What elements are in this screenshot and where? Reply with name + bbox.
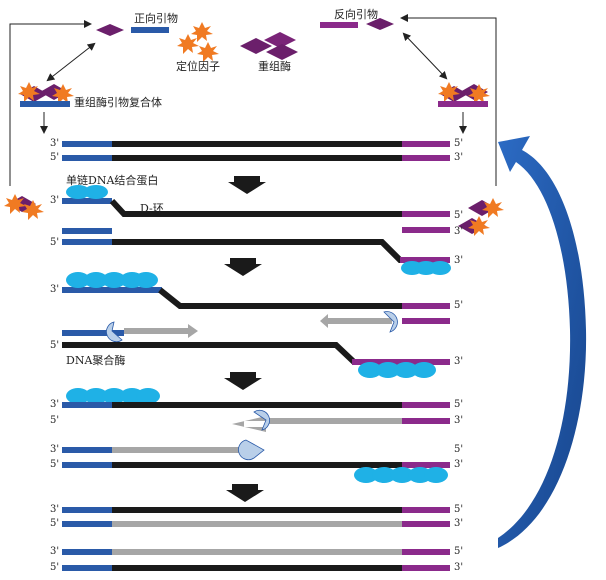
end-label: 5' — [50, 340, 60, 351]
end-label: 5' — [50, 237, 60, 248]
forward-assembly-arrow — [46, 42, 96, 82]
reverse-primer-reagent — [320, 18, 394, 30]
end-label: 5' — [50, 518, 60, 529]
end-label: 5' — [454, 399, 464, 410]
end-label: 5' — [50, 415, 60, 426]
complex-label: 重组酶引物复合体 — [74, 96, 162, 109]
right-invading-complex — [458, 198, 504, 236]
end-label: 3' — [50, 138, 60, 149]
end-label: 5' — [454, 300, 464, 311]
forward-complex-icon — [18, 82, 74, 107]
polymerase-label: DNA聚合酶 — [66, 354, 126, 367]
end-label: 3' — [50, 546, 60, 557]
end-label: 3' — [454, 226, 464, 237]
end-label: 3' — [50, 399, 60, 410]
product-duplex-1 — [62, 507, 450, 527]
product-duplex-2 — [62, 549, 450, 571]
step-arrow-4 — [226, 484, 264, 502]
end-label: 5' — [454, 546, 464, 557]
end-label: 3' — [454, 415, 464, 426]
reverse-complex-icon — [438, 82, 490, 107]
elongation-stage — [62, 388, 450, 483]
reverse-assembly-arrow — [402, 32, 448, 80]
end-label: 5' — [50, 152, 60, 163]
displacement-stage — [62, 272, 450, 378]
d-loop-stage — [4, 185, 504, 275]
template-dna — [62, 141, 450, 161]
end-label: 3' — [454, 562, 464, 573]
cycle-arrow — [498, 136, 587, 548]
step-arrow-1 — [228, 176, 266, 194]
end-label: 3' — [454, 356, 464, 367]
end-label: 5' — [454, 504, 464, 515]
forward-primer-reagent — [96, 24, 169, 36]
reverse-primer-label: 反向引物 — [334, 8, 378, 21]
end-label: 3' — [454, 152, 464, 163]
end-label: 5' — [50, 459, 60, 470]
forward-primer-label: 正向引物 — [134, 12, 178, 25]
locating-factor-icon — [177, 22, 219, 62]
ssb-label: 单链DNA结合蛋白 — [66, 174, 159, 187]
end-label: 3' — [50, 195, 60, 206]
step-arrow-3 — [224, 372, 262, 390]
locating-factor-label: 定位因子 — [176, 60, 220, 73]
end-label: 3' — [50, 504, 60, 515]
end-label: 3' — [454, 255, 464, 266]
end-label: 3' — [454, 518, 464, 529]
left-invading-complex — [4, 194, 44, 220]
end-label: 5' — [454, 138, 464, 149]
recombinase-label: 重组酶 — [258, 60, 291, 73]
end-label: 5' — [50, 562, 60, 573]
d-loop-label: D-环 — [140, 202, 164, 215]
recombinase-icon — [240, 32, 298, 60]
end-label: 5' — [454, 210, 464, 221]
end-label: 3' — [454, 459, 464, 470]
step-arrow-2 — [224, 258, 262, 276]
end-label: 3' — [50, 284, 60, 295]
end-label: 5' — [454, 444, 464, 455]
end-label: 3' — [50, 444, 60, 455]
right-feedback-line — [400, 14, 497, 186]
left-feedback-line — [9, 20, 92, 186]
